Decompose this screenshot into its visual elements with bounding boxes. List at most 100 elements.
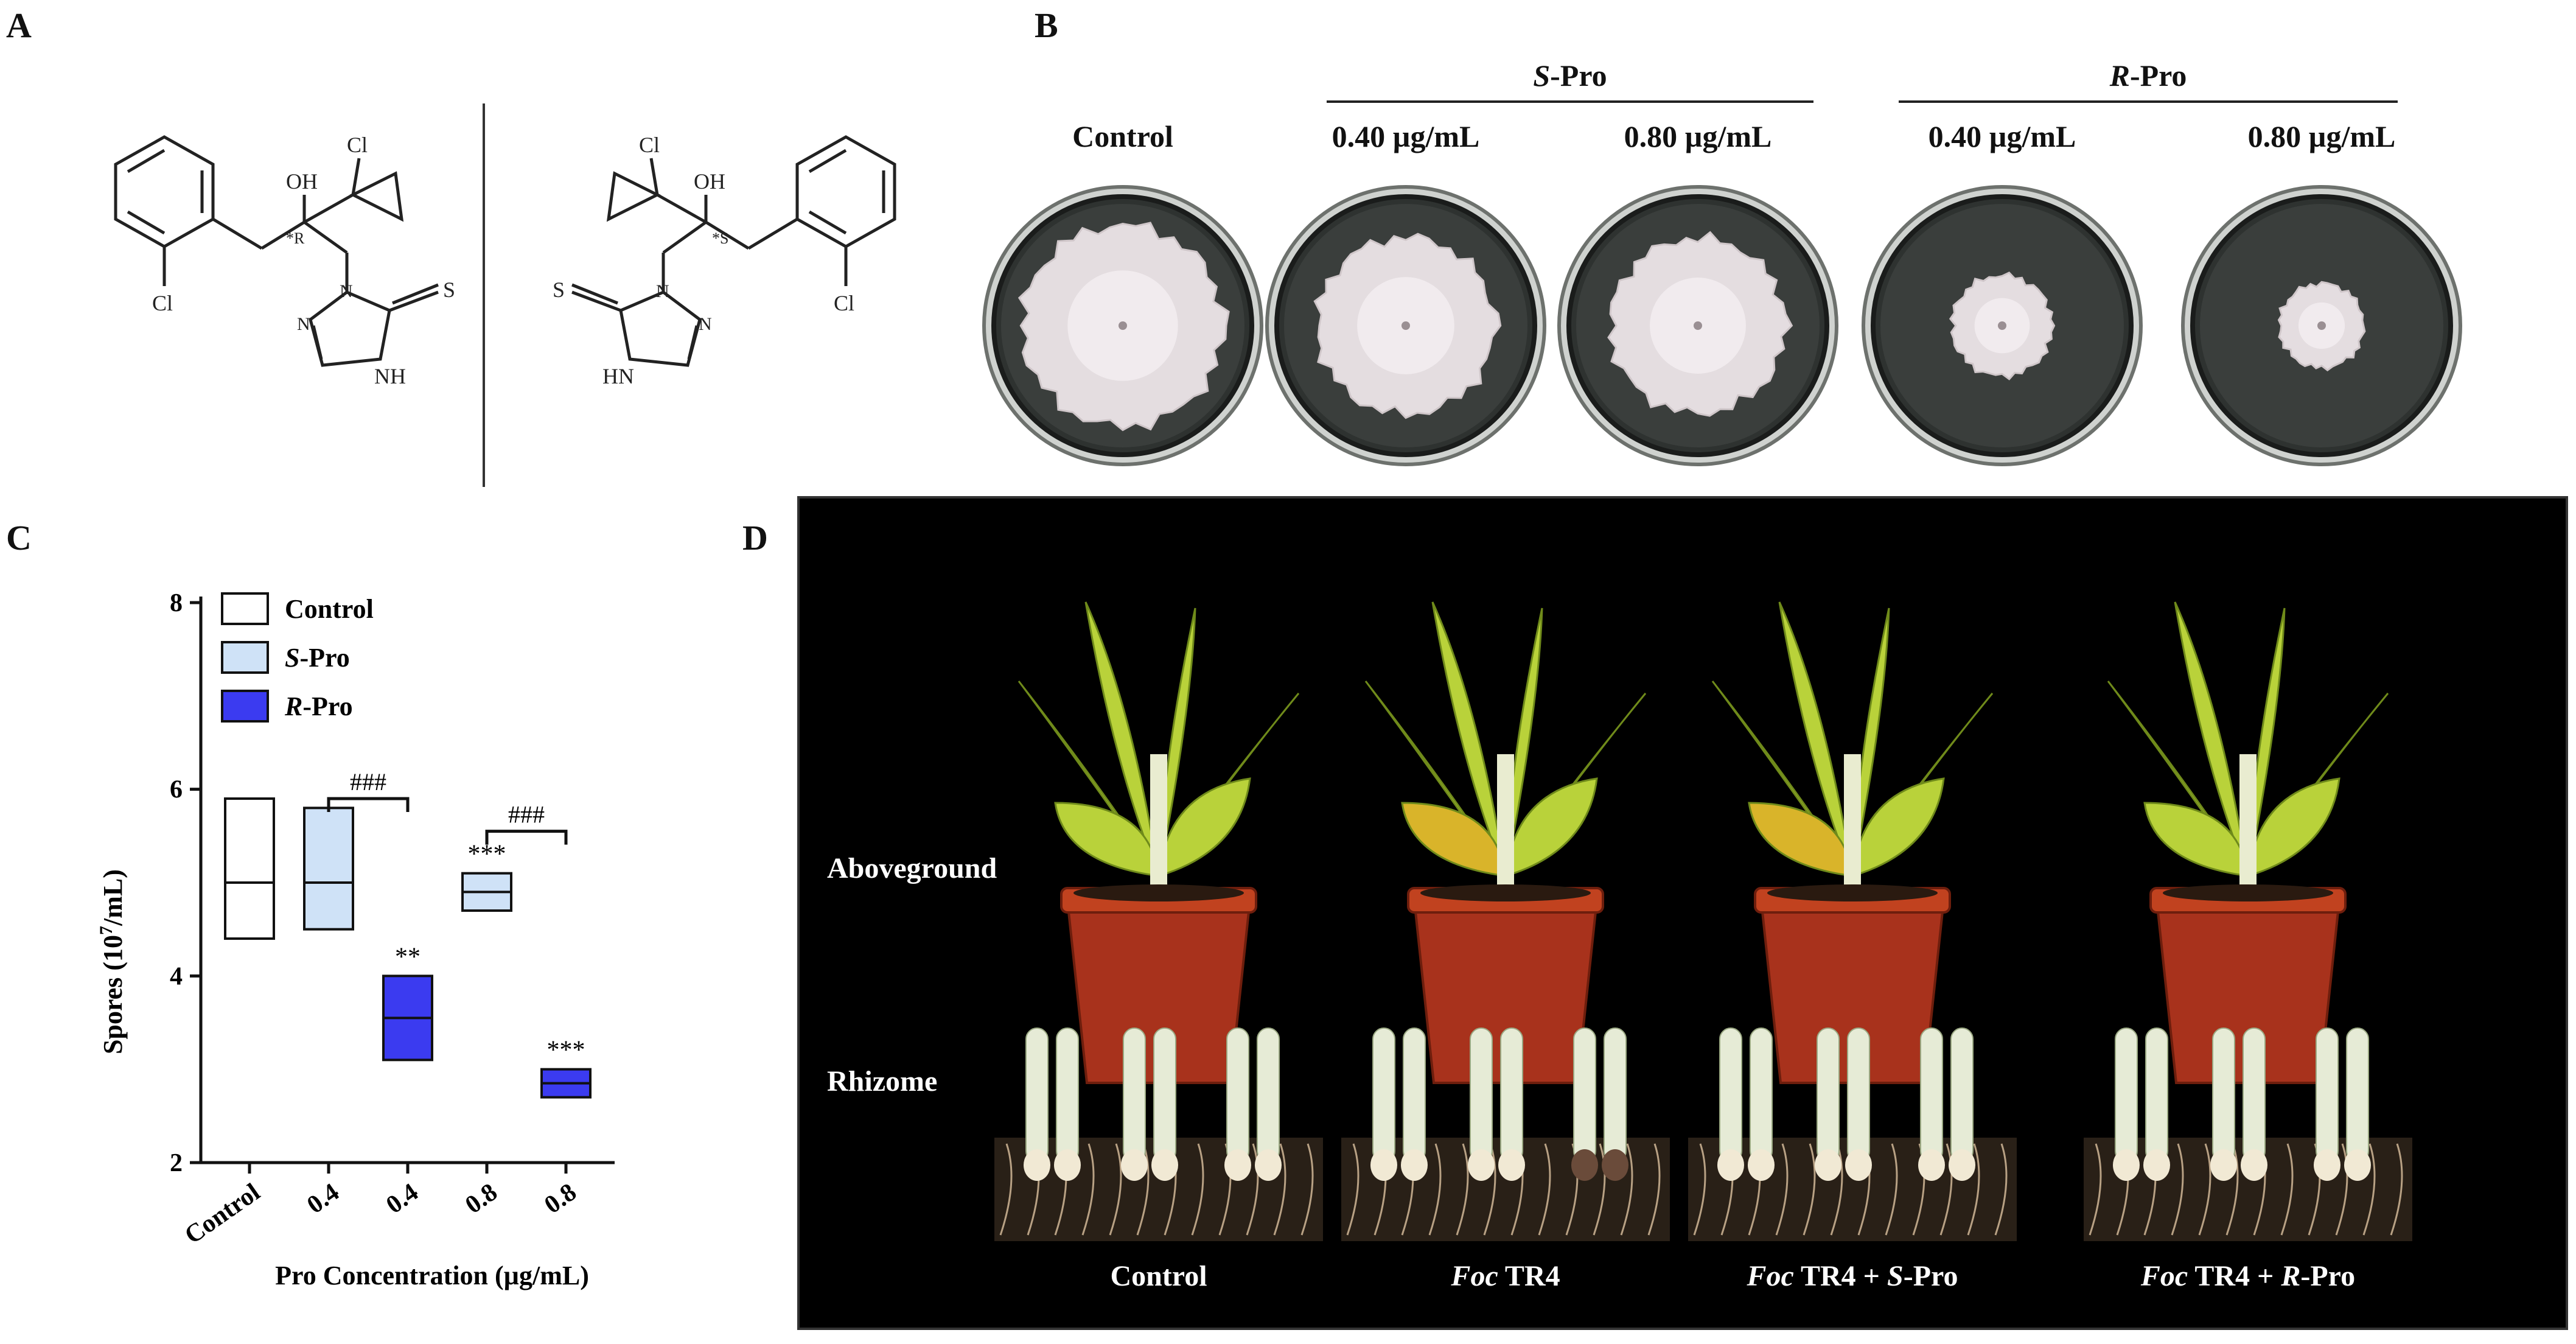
y-tick-label: 4 [170,962,183,990]
petri-plate [1265,185,1546,466]
leaf [1504,777,1598,878]
y-tick-label: 2 [170,1149,183,1177]
rhizome-stem [1123,1027,1146,1163]
rhizome-stem [1470,1027,1493,1163]
rhizome-stem [1056,1027,1079,1163]
y-axis-label: Spores (107/mL) [96,869,128,1054]
x-tick-label: 0.8 [460,1178,502,1220]
chemical-structures: Cl OH *R Cl S NH N N Cl OH *S Cl S HN N [114,103,896,487]
bracket-label: ### [350,768,386,796]
significance-bracket [327,797,410,812]
x-axis-label: Pro Concentration (µg/mL) [275,1261,589,1290]
box-0 [224,797,275,940]
plant-column-label: Control [1110,1260,1207,1292]
x-tick-label: 0.4 [302,1178,344,1220]
panel-letter-b: B [1035,5,1058,45]
atom-label: Cl [834,291,854,315]
group-header-r-pro: R-Pro [2109,58,2187,93]
leaf [2143,802,2249,877]
leaf [1157,777,1251,878]
rhizome-stem [1847,1027,1870,1163]
rhizome-stem [1920,1027,1943,1163]
banana-plant [1017,601,1300,1084]
rhizome-group [1341,1027,1670,1241]
right-molecule [571,135,896,367]
leaf [2174,601,2249,877]
plate-label: 0.80 µg/mL [1624,119,1772,153]
leaf [1431,601,1507,877]
row-label-rhizome: Rhizome [827,1065,938,1097]
group-underline [1327,100,1813,103]
atom-label: S [443,278,455,302]
atom-label: N [297,314,310,334]
atom-label: OH [286,169,318,194]
petri-plate [1862,185,2143,466]
y-tick-label: 6 [170,776,183,804]
rhizome-stem [1573,1027,1596,1163]
atom-label: Cl [639,133,660,157]
y-tick-label: 8 [170,589,183,617]
legend-swatch [221,592,269,625]
petri-plate [2181,185,2462,466]
atom-label: N [699,314,712,334]
rhizome-group [994,1027,1323,1241]
rhizome-stem [1226,1027,1249,1163]
petri-plate [982,185,1263,466]
leaf [1778,601,1854,877]
rhizome-stem [2145,1027,2168,1163]
atom-label: Cl [347,133,368,157]
leaf [1084,601,1160,877]
rhizome-stem [1950,1027,1974,1163]
atom-label: N [656,281,669,301]
rhizome-stem [1719,1027,1742,1163]
rhizome-stem [2346,1027,2369,1163]
panel-letter-d: D [742,518,768,558]
x-tick-label: 0.8 [539,1178,581,1220]
panel-letter-a: A [6,5,32,45]
significance-marker: ** [395,943,421,971]
petri-plate [1557,185,1838,466]
rhizome-stem [2115,1027,2138,1163]
leaf [1401,802,1507,877]
plate-label: 0.40 µg/mL [1332,119,1480,153]
stereo-label: *S [712,229,728,247]
rhizome-stem [2316,1027,2339,1163]
right-molecule-labels: Cl OH *S Cl S HN N N [553,133,854,388]
legend-swatch [221,641,269,674]
significance-bracket [485,830,568,845]
rhizome-stem [1153,1027,1176,1163]
plate-label: 0.40 µg/mL [1928,119,2076,153]
rhizome-stem [1604,1027,1627,1163]
x-tick-label: 0.4 [381,1178,423,1220]
group-header-s-pro: S-Pro [1533,58,1607,93]
x-tick-label: Control [180,1178,265,1250]
significance-marker: *** [468,841,506,869]
atom-label: N [340,281,353,301]
atom-label: Cl [152,291,173,315]
atom-label: S [553,278,565,302]
rhizome-stem [2243,1027,2266,1163]
rhizome-stem [1372,1027,1395,1163]
left-molecule-labels: Cl OH *R Cl S NH N N [152,133,455,388]
panel-letter-c: C [6,518,32,558]
plants-illustration [994,601,2412,1241]
legend-label: Control [285,594,374,624]
banana-plant [2107,601,2389,1084]
stereo-label: *R [286,229,305,247]
group-underline [1899,100,2398,103]
banana-plant [1364,601,1647,1084]
legend-label: R-Pro [284,691,353,721]
rhizome-stem [1025,1027,1049,1163]
rhizome-stem [1750,1027,1773,1163]
banana-plant [1711,601,1994,1084]
plant-column-label: Foc TR4 + R-Pro [2140,1260,2356,1292]
row-label-aboveground: Aboveground [827,852,997,884]
significance-marker: *** [547,1037,585,1065]
leaf [1054,802,1160,877]
leaf [1851,777,1945,878]
plate-label: 0.80 µg/mL [2247,119,2396,153]
bracket-label: ### [508,801,545,828]
rhizome-stem [1403,1027,1426,1163]
leaf [1748,802,1854,877]
